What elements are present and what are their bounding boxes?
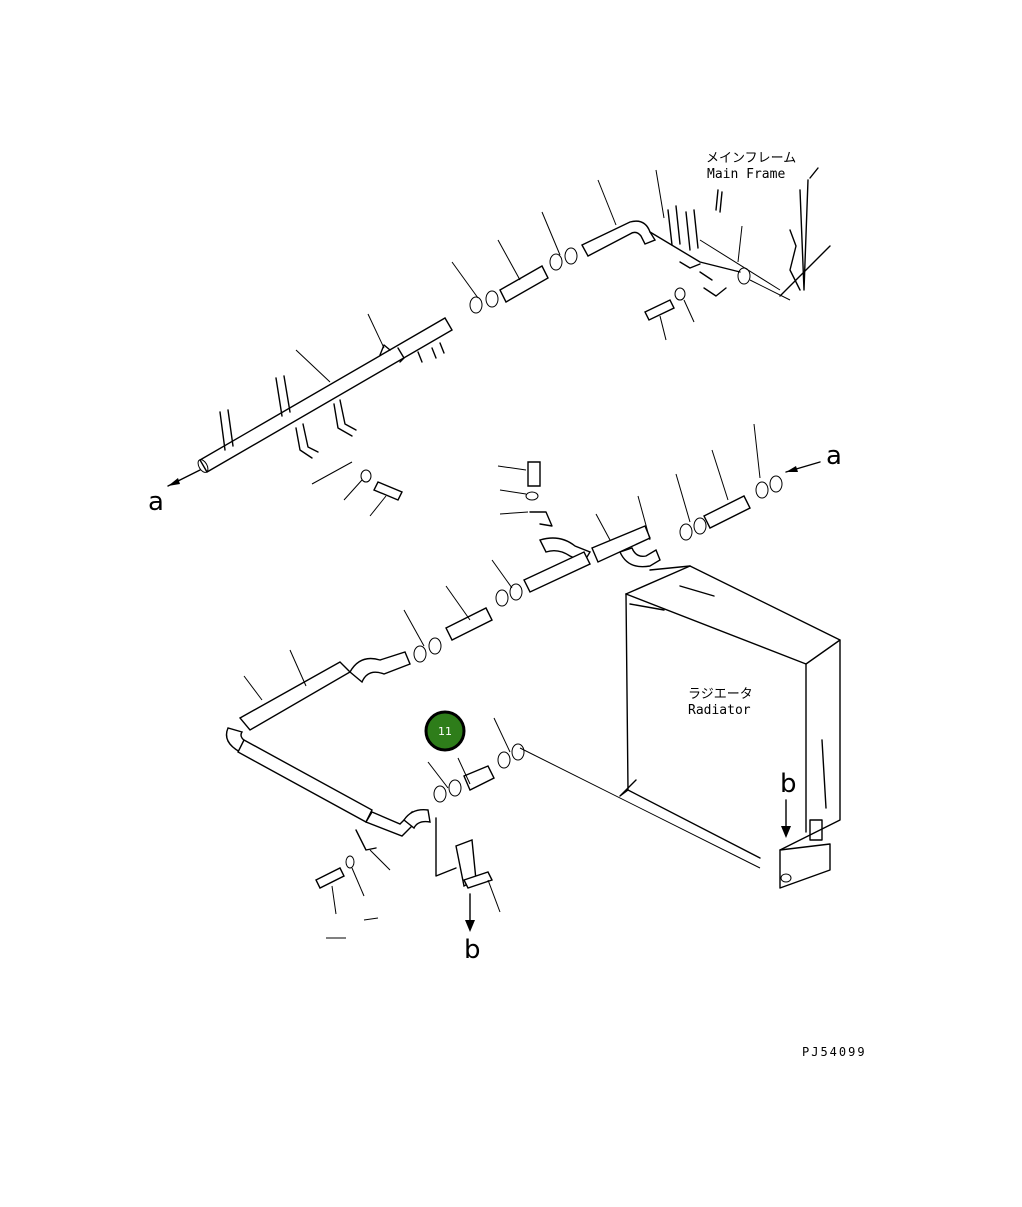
ref-label-b-bottom: b — [464, 935, 481, 965]
callout-11-circle[interactable] — [424, 710, 466, 752]
main-frame-structure — [699, 167, 831, 301]
drawing-code: PJ54099 — [802, 1045, 867, 1059]
radiator-label-en: Radiator — [688, 703, 751, 718]
upper-pipe-assembly — [197, 169, 751, 517]
radiator-label-jp: ラジエータ — [688, 687, 753, 702]
lower-pipe-assembly — [225, 423, 821, 939]
main-frame-label-en: Main Frame — [707, 167, 785, 182]
radiator-unit — [619, 565, 841, 889]
main-frame-label-jp: メインフレーム — [706, 151, 796, 166]
callout-11-number[interactable]: 11 — [438, 725, 452, 738]
ref-arrow-a-left — [167, 469, 201, 487]
ref-label-a-right: a — [826, 441, 842, 471]
ref-label-a-left: a — [148, 487, 164, 517]
callout-11[interactable]: 11 — [424, 710, 466, 752]
ref-label-b-right: b — [780, 769, 797, 799]
